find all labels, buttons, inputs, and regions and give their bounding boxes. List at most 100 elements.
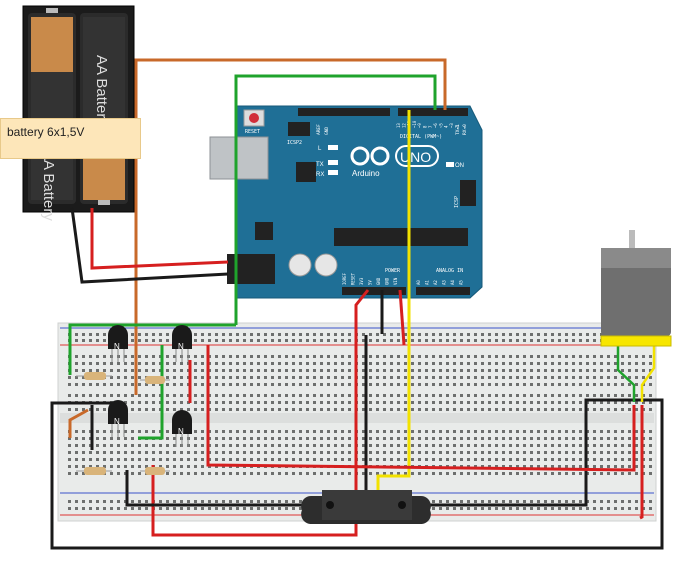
breadboard-hole	[320, 376, 323, 379]
breadboard-hole	[572, 437, 575, 440]
breadboard-hole	[362, 376, 365, 379]
breadboard-hole	[285, 333, 288, 336]
breadboard-hole	[159, 451, 162, 454]
breadboard-hole	[579, 430, 582, 433]
breadboard-hole	[537, 401, 540, 404]
breadboard-hole	[229, 451, 232, 454]
breadboard-hole	[607, 369, 610, 372]
breadboard-hole	[299, 430, 302, 433]
breadboard-hole	[516, 362, 519, 365]
breadboard-hole	[460, 362, 463, 365]
breadboard-hole	[537, 430, 540, 433]
breadboard-hole	[411, 444, 414, 447]
breadboard-hole	[439, 430, 442, 433]
breadboard-hole	[565, 401, 568, 404]
breadboard-hole	[131, 369, 134, 372]
breadboard-hole	[628, 444, 631, 447]
breadboard-hole	[173, 458, 176, 461]
breadboard-hole	[649, 444, 652, 447]
breadboard-hole	[628, 451, 631, 454]
breadboard-hole	[453, 500, 456, 503]
breadboard-hole	[110, 472, 113, 475]
breadboard-hole	[313, 339, 316, 342]
breadboard-hole	[285, 472, 288, 475]
breadboard-hole	[642, 362, 645, 365]
breadboard-hole	[362, 355, 365, 358]
breadboard-hole	[82, 376, 85, 379]
breadboard-hole	[313, 401, 316, 404]
breadboard-hole	[565, 383, 568, 386]
power-pin-label: 3V3	[359, 277, 364, 285]
breadboard-hole	[425, 362, 428, 365]
breadboard-hole	[285, 376, 288, 379]
breadboard-hole	[236, 507, 239, 510]
breadboard-hole	[558, 401, 561, 404]
breadboard-hole	[509, 500, 512, 503]
breadboard-hole	[334, 408, 337, 411]
breadboard-hole	[222, 401, 225, 404]
breadboard-hole	[257, 458, 260, 461]
breadboard-hole	[537, 333, 540, 336]
breadboard-hole	[145, 394, 148, 397]
breadboard-hole	[460, 451, 463, 454]
breadboard-hole	[474, 437, 477, 440]
breadboard-hole	[593, 369, 596, 372]
breadboard-hole	[110, 500, 113, 503]
breadboard-hole	[152, 339, 155, 342]
breadboard-hole	[488, 507, 491, 510]
breadboard-hole	[264, 408, 267, 411]
breadboard-hole	[313, 437, 316, 440]
breadboard-hole	[201, 458, 204, 461]
breadboard-hole	[278, 458, 281, 461]
breadboard-hole	[446, 333, 449, 336]
battery-pack: AA Battery AA Battery	[22, 5, 135, 221]
breadboard-hole	[516, 451, 519, 454]
breadboard-hole	[593, 383, 596, 386]
breadboard-hole	[558, 369, 561, 372]
breadboard-hole	[537, 408, 540, 411]
breadboard-hole	[544, 362, 547, 365]
breadboard-hole	[481, 444, 484, 447]
breadboard-hole	[607, 401, 610, 404]
breadboard-hole	[404, 437, 407, 440]
slide-switch-icon[interactable]	[301, 490, 431, 525]
breadboard-hole	[635, 472, 638, 475]
breadboard-hole	[481, 355, 484, 358]
breadboard-hole	[320, 458, 323, 461]
breadboard-hole	[194, 401, 197, 404]
breadboard-hole	[124, 444, 127, 447]
breadboard-hole	[103, 394, 106, 397]
breadboard-hole	[432, 394, 435, 397]
breadboard-hole	[292, 401, 295, 404]
breadboard-hole	[138, 355, 141, 358]
breadboard-hole	[131, 444, 134, 447]
breadboard-hole	[502, 458, 505, 461]
breadboard-hole	[306, 369, 309, 372]
breadboard-hole	[607, 383, 610, 386]
breadboard-hole	[131, 394, 134, 397]
breadboard-hole	[572, 333, 575, 336]
breadboard-hole	[439, 458, 442, 461]
breadboard-hole	[537, 355, 540, 358]
analog-header	[416, 287, 470, 295]
breadboard-hole	[467, 362, 470, 365]
breadboard-hole	[460, 394, 463, 397]
breadboard-hole	[390, 437, 393, 440]
analog-pin-label: A1	[425, 280, 430, 285]
breadboard-hole	[131, 339, 134, 342]
breadboard-hole	[516, 507, 519, 510]
breadboard-hole	[299, 500, 302, 503]
breadboard-hole	[446, 430, 449, 433]
breadboard-hole	[621, 451, 624, 454]
breadboard-hole	[89, 369, 92, 372]
breadboard-hole	[614, 430, 617, 433]
breadboard-hole	[110, 376, 113, 379]
breadboard-hole	[446, 355, 449, 358]
breadboard-hole	[306, 394, 309, 397]
breadboard-hole	[243, 437, 246, 440]
breadboard-hole	[68, 500, 71, 503]
breadboard-hole	[299, 408, 302, 411]
breadboard-hole	[278, 401, 281, 404]
breadboard-hole	[327, 355, 330, 358]
breadboard-hole	[271, 437, 274, 440]
